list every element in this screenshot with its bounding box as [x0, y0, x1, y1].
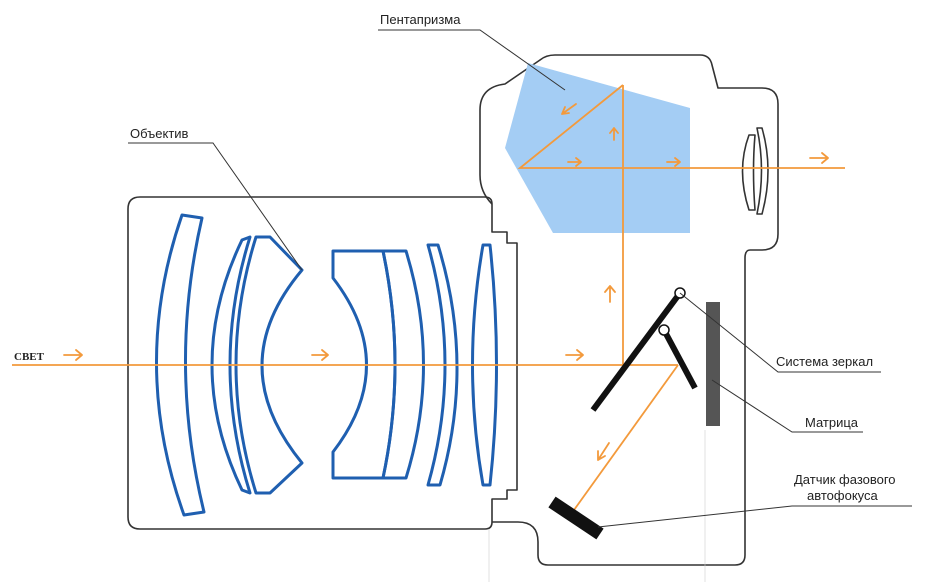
- main-mirror: [590, 291, 683, 412]
- label-lens: Объектив: [130, 126, 189, 141]
- leader-sensor: [711, 379, 863, 433]
- eyepiece-lens-1: [741, 134, 756, 211]
- lens-element-2: [210, 235, 252, 495]
- leader-lens: [128, 142, 303, 271]
- arrow-right-icon: [565, 349, 584, 361]
- lens-barrel-outline: [127, 196, 518, 530]
- lens-element-7: [471, 243, 498, 487]
- labels: Пентапризма Объектив СВЕТ Система зеркал…: [14, 12, 896, 503]
- arrow-right-icon: [63, 349, 83, 361]
- arrow-right-icon: [567, 157, 582, 167]
- arrow-right-icon: [666, 157, 681, 167]
- lens-element-1: [155, 213, 206, 517]
- eyepiece-lens-2: [756, 127, 769, 215]
- label-af-sensor-line1: Датчик фазового: [794, 472, 896, 487]
- leader-mirror-system: [679, 292, 881, 373]
- label-mirror-system: Система зеркал: [776, 354, 873, 369]
- camera-housing-outline: [479, 54, 779, 566]
- camera-body: [127, 54, 779, 582]
- mirror-pivot-sub: [658, 324, 670, 336]
- sub-mirror: [661, 328, 698, 390]
- leader-af-sensor: [597, 505, 912, 528]
- arrow-right-icon: [809, 152, 829, 164]
- arrow-up-icon: [609, 127, 619, 141]
- image-sensor: [706, 302, 720, 426]
- objective-lens-group: [155, 213, 498, 517]
- label-sensor: Матрица: [805, 415, 859, 430]
- phase-af-sensor: [548, 496, 604, 540]
- light-ray-to-af: [573, 364, 679, 511]
- mirror-system: [590, 287, 698, 412]
- pentaprism-shape: [505, 63, 690, 233]
- arrow-up-icon: [604, 285, 616, 303]
- lens-element-6: [426, 243, 459, 487]
- ray-arrows: [63, 103, 829, 461]
- lens-element-3: [234, 235, 304, 495]
- light-path: [12, 84, 845, 511]
- label-pentaprism: Пентапризма: [380, 12, 461, 27]
- leader-pentaprism: [378, 29, 566, 91]
- lens-element-5: [381, 249, 425, 480]
- arrow-right-icon: [311, 349, 329, 361]
- arrow-down-left-icon: [561, 103, 577, 115]
- label-af-sensor-line2: автофокуса: [807, 488, 879, 503]
- light-ray-in-prism: [517, 84, 845, 169]
- label-light: СВЕТ: [14, 351, 45, 363]
- eyepiece-lens-group: [741, 127, 769, 215]
- arrow-down-left-icon: [597, 442, 610, 461]
- leader-lines: [128, 29, 912, 528]
